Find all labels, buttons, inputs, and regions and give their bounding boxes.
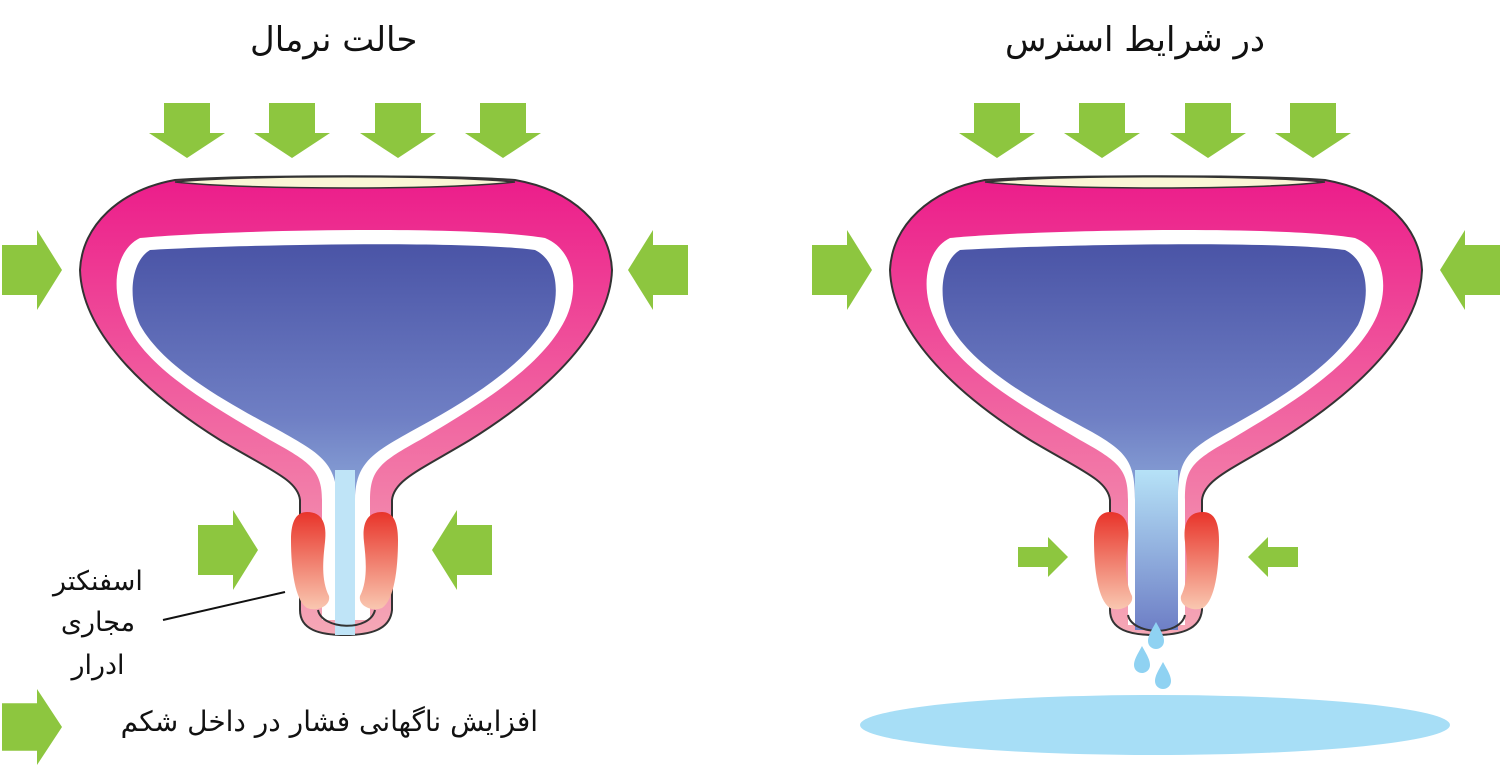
arrow-down-2 bbox=[1064, 103, 1140, 158]
title-normal: حالت نرمال bbox=[250, 20, 418, 60]
arrow-sphincter-left bbox=[1018, 537, 1068, 577]
legend-text: افزایش ناگهانی فشار در داخل شکم bbox=[120, 705, 538, 738]
urethra-leaking bbox=[1135, 470, 1178, 630]
arrow-down-4 bbox=[1275, 103, 1351, 158]
sphincter-pointer-line bbox=[162, 591, 286, 621]
arrow-left-side bbox=[812, 230, 872, 310]
arrow-down-1 bbox=[149, 103, 225, 158]
arrow-sphincter-left bbox=[198, 510, 258, 590]
stress-bladder bbox=[812, 103, 1500, 755]
arrow-down-4 bbox=[465, 103, 541, 158]
arrow-right-side bbox=[628, 230, 688, 310]
arrow-sphincter-right bbox=[1248, 537, 1298, 577]
arrow-left-side bbox=[2, 230, 62, 310]
sphincter-label-2: مجاری bbox=[60, 607, 136, 638]
arrow-down-1 bbox=[959, 103, 1035, 158]
arrow-down-3 bbox=[360, 103, 436, 158]
urethra-channel bbox=[335, 470, 355, 635]
sphincter-label-3: ادرار bbox=[71, 650, 125, 681]
drop-3 bbox=[1155, 662, 1171, 689]
arrow-sphincter-right bbox=[432, 510, 492, 590]
bladder-cap bbox=[174, 176, 516, 189]
legend-arrow-icon bbox=[2, 689, 62, 765]
title-stress: در شرایط استرس bbox=[1005, 20, 1266, 60]
urine bbox=[942, 244, 1366, 630]
arrow-right-side bbox=[1440, 230, 1500, 310]
drop-2 bbox=[1134, 646, 1150, 673]
sphincter-label-1: اسفنکتر bbox=[53, 566, 143, 597]
urethra-bottom bbox=[317, 609, 376, 627]
urine bbox=[132, 244, 556, 630]
normal-bladder bbox=[2, 103, 688, 637]
arrow-down-2 bbox=[254, 103, 330, 158]
urine-puddle bbox=[860, 695, 1450, 755]
arrow-down-3 bbox=[1170, 103, 1246, 158]
bladder-cap bbox=[984, 176, 1326, 189]
